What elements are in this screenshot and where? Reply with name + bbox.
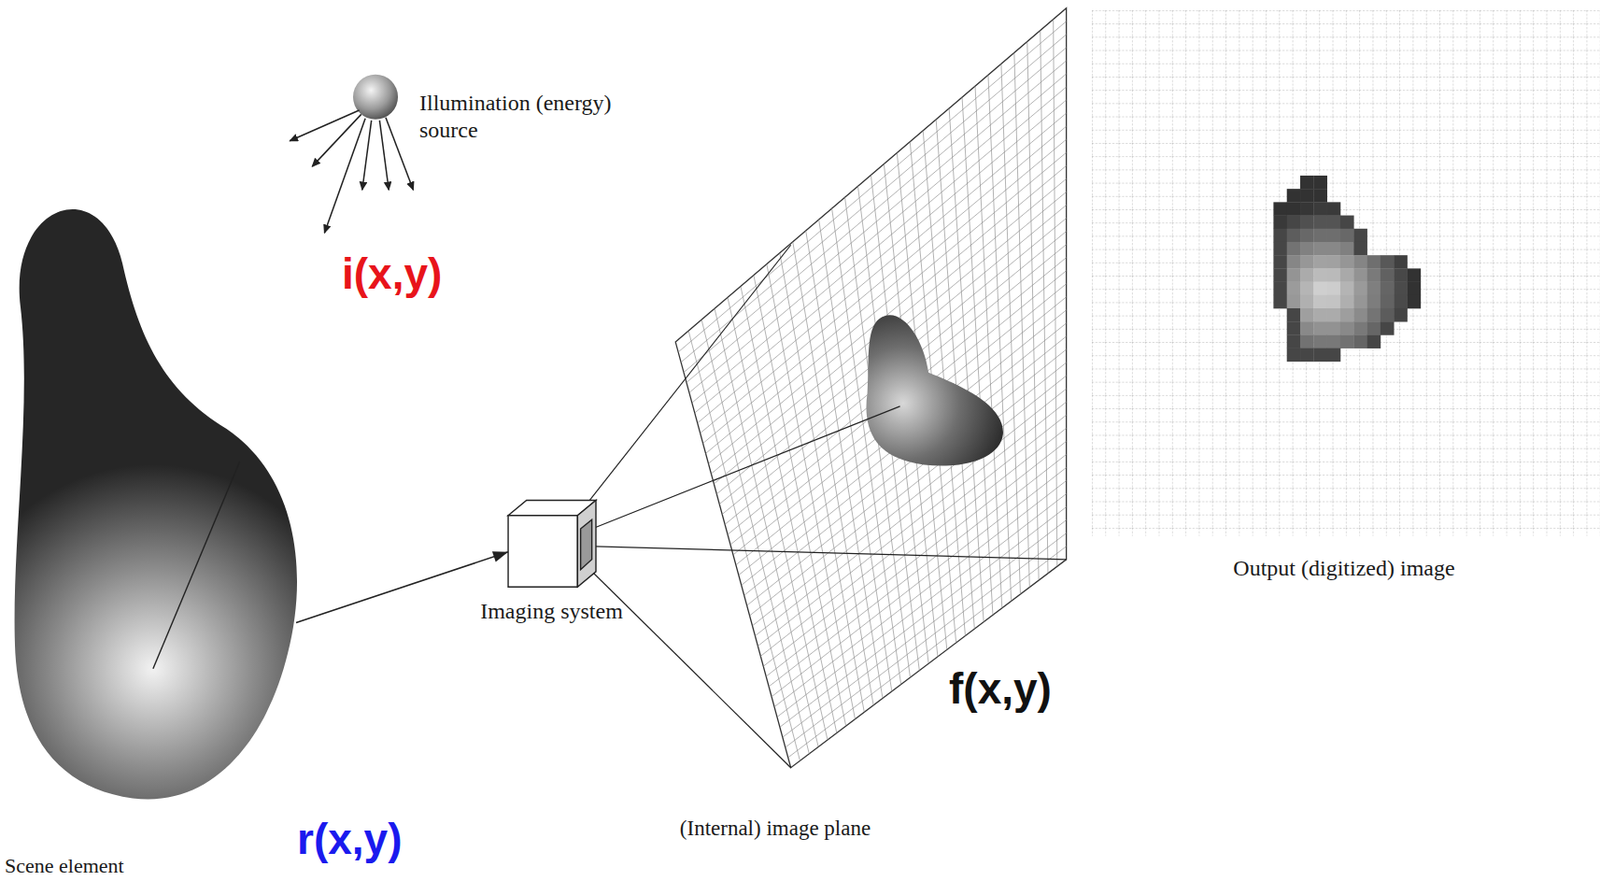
function-label: f(x,y): [948, 665, 1052, 713]
imaging-system: Imaging system: [508, 499, 595, 587]
light-rays: [289, 110, 413, 233]
function-label: r(x,y): [297, 815, 402, 864]
image-plane: [675, 8, 1066, 768]
camera-box: [508, 499, 596, 587]
projection-lines: [576, 244, 1066, 767]
output-image: Output (digitized) image: [1091, 10, 1600, 537]
output-grid: [1091, 10, 1600, 537]
node-label: Output (digitized) image: [1232, 554, 1455, 582]
function-label: i(x,y): [341, 250, 442, 298]
pixel-heart: [1273, 175, 1421, 362]
scene-element: Scene element: [14, 194, 297, 807]
node-label: Illumination (energy) source: [419, 89, 653, 144]
normal-line: [153, 461, 241, 669]
node-label: Imaging system: [480, 597, 624, 625]
scene-blob: [14, 209, 298, 799]
node-label: Scene element: [4, 853, 125, 878]
light-path-arrow: [296, 551, 509, 623]
projected-blob: [865, 314, 1003, 466]
light-source: Illumination (energy) source: [353, 74, 398, 120]
light-sphere: [353, 74, 398, 120]
plane-grid: [678, 19, 1066, 762]
node-label: (Internal) image plane: [679, 815, 871, 842]
image-plane: (Internal) image plane: [675, 8, 1067, 769]
